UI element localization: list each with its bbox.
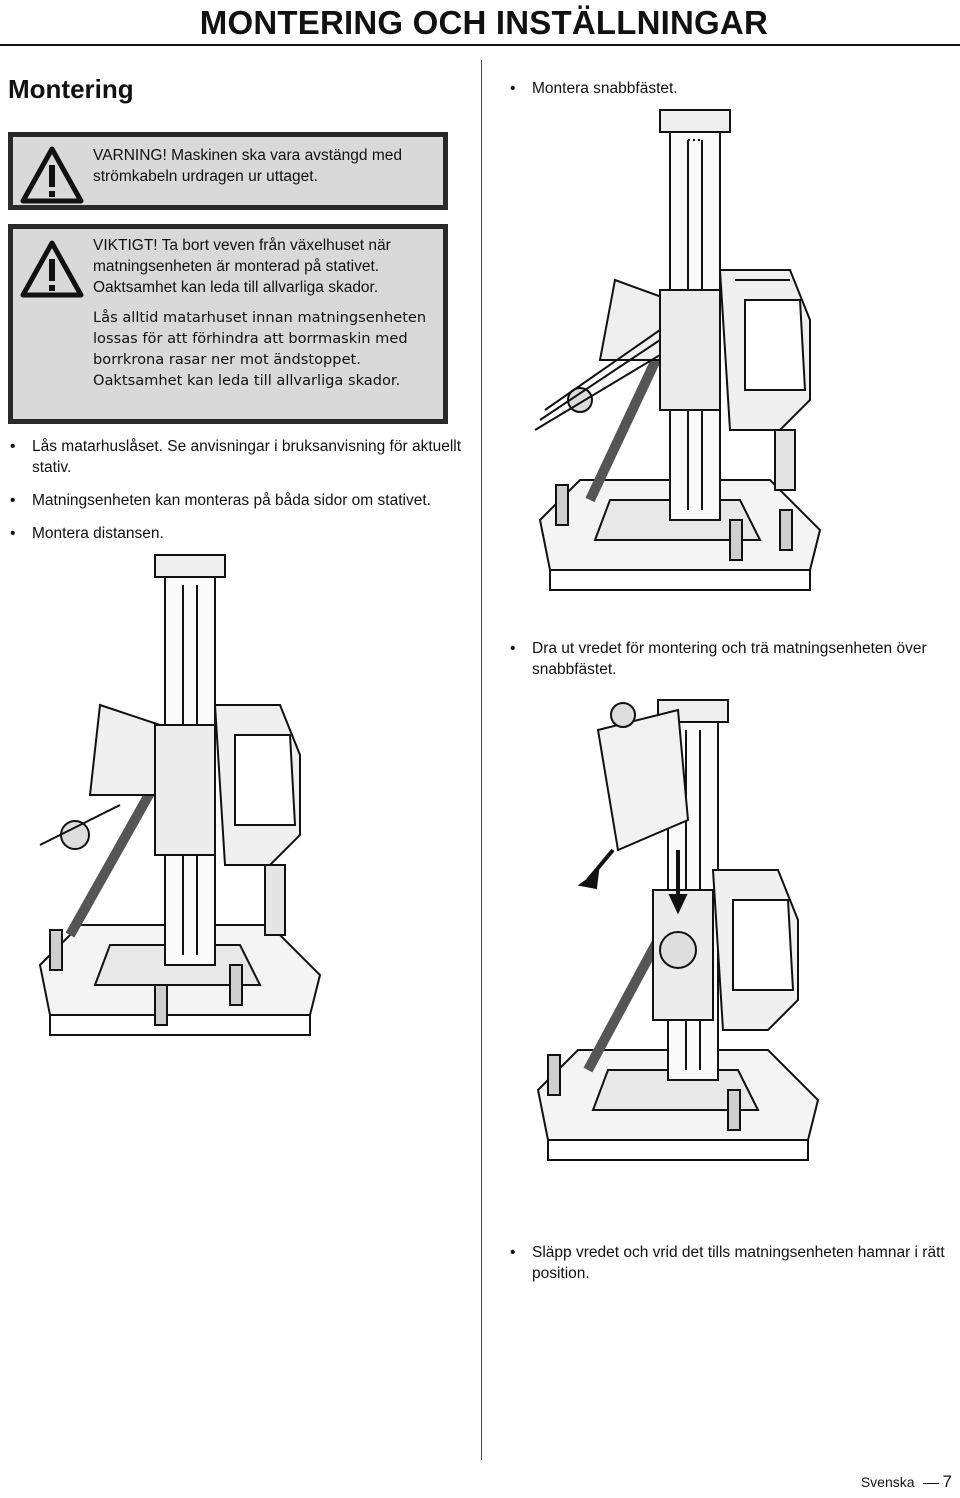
footer-dash — [922, 1482, 939, 1484]
list-item: Släpp vredet och vrid det tills matnings… — [508, 1242, 956, 1284]
warning-2-text-1: VIKTIGT! Ta bort veven från växelhuset n… — [93, 237, 391, 296]
list-item: Montera distansen. — [8, 523, 468, 544]
page-number: 7 — [942, 1472, 952, 1491]
warning-box-viktigt: VIKTIGT! Ta bort veven från växelhuset n… — [8, 224, 448, 424]
warning-triangle-icon — [19, 145, 85, 205]
list-item: Dra ut vredet för montering och trä matn… — [508, 638, 956, 680]
list-item: Matningsenheten kan monteras på båda sid… — [8, 490, 468, 511]
list-item: Montera snabbfästet. — [508, 78, 956, 99]
right-bullet-list-2: Dra ut vredet för montering och trä matn… — [508, 638, 956, 692]
right-bullet-list-3: Släpp vredet och vrid det tills matnings… — [508, 1242, 956, 1296]
right-bullet-list-1: Montera snabbfästet. — [508, 78, 956, 111]
warning-1-text: VARNING! Maskinen ska vara avstängd med … — [93, 147, 402, 185]
list-item: Lås matarhuslåset. Se anvisningar i bruk… — [8, 436, 468, 478]
warning-box-varning: VARNING! Maskinen ska vara avstängd med … — [8, 132, 448, 210]
header-rule — [0, 44, 960, 46]
drill-stand-illustration-mount-spacer — [30, 545, 330, 1055]
page-header-title: MONTERING OCH INSTÄLLNINGAR — [199, 4, 768, 41]
drill-stand-illustration-mount-coupling — [520, 100, 830, 630]
drill-stand-illustration-slide-unit — [528, 690, 828, 1170]
section-title: Montering — [8, 74, 134, 104]
warning-2-text-2: Lås alltid matarhuset innan matningsenhe… — [93, 309, 427, 389]
footer-language: Svenska — [860, 1474, 915, 1490]
left-bullet-list: Lås matarhuslåset. Se anvisningar i bruk… — [8, 436, 468, 556]
warning-text: VIKTIGT! Ta bort veven från växelhuset n… — [93, 235, 433, 391]
page-footer: Svenska 7 — [861, 1472, 952, 1492]
warning-text: VARNING! Maskinen ska vara avstängd med … — [93, 145, 433, 187]
column-divider — [481, 60, 482, 1460]
warning-triangle-icon — [19, 239, 85, 299]
